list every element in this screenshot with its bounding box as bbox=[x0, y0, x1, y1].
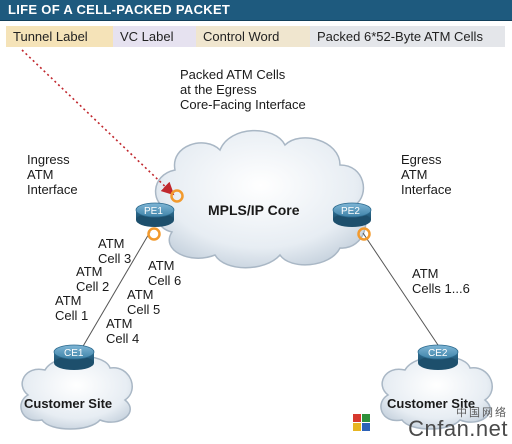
ce1-router-icon bbox=[53, 344, 95, 370]
pe1-router-icon bbox=[135, 202, 175, 227]
atm-cell-6-label: ATM Cell 6 bbox=[148, 258, 182, 288]
pe2-egress-interface-icon bbox=[357, 227, 371, 241]
ingress-interface-label: Ingress ATM Interface bbox=[27, 152, 78, 197]
ce2-label: CE2 bbox=[428, 348, 448, 359]
atm-cell-5-label: ATM Cell 5 bbox=[127, 287, 161, 317]
packet-format-bar: Tunnel Label VC Label Control Word Packe… bbox=[6, 26, 505, 47]
link-pe2-ce2 bbox=[362, 232, 441, 349]
atm-cell-2-label: ATM Cell 2 bbox=[76, 264, 110, 294]
link-pe1-ce1 bbox=[81, 231, 151, 349]
ce1-label: CE1 bbox=[64, 348, 84, 359]
packed-cells-label: Packed ATM Cells at the Egress Core-Faci… bbox=[180, 67, 306, 112]
ce2-router-icon bbox=[417, 344, 459, 370]
pe2-router-icon bbox=[332, 202, 372, 227]
header-bar: LIFE OF A CELL-PACKED PACKET bbox=[0, 0, 512, 21]
pe2-label: PE2 bbox=[341, 206, 360, 217]
customer-site-right-label: Customer Site bbox=[387, 396, 476, 411]
customer-site-left-label: Customer Site bbox=[24, 396, 113, 411]
egress-interface-label: Egress ATM Interface bbox=[401, 152, 452, 197]
atm-cells-field: Packed 6*52-Byte ATM Cells bbox=[310, 26, 505, 47]
watermark-cn-text: 中国网络 bbox=[456, 406, 508, 419]
page-title: LIFE OF A CELL-PACKED PACKET bbox=[8, 2, 231, 17]
mpls-core-cloud bbox=[154, 129, 367, 269]
pe1-ingress-interface-icon bbox=[147, 227, 161, 241]
atm-cells-1-6-label: ATM Cells 1...6 bbox=[412, 266, 470, 296]
tunnel-label-field: Tunnel Label bbox=[6, 26, 113, 47]
vc-label-field: VC Label bbox=[113, 26, 196, 47]
control-word-field: Control Word bbox=[196, 26, 310, 47]
pe1-label: PE1 bbox=[144, 206, 163, 217]
watermark-logo bbox=[353, 414, 370, 431]
atm-cell-4-label: ATM Cell 4 bbox=[106, 316, 140, 346]
atm-cell-1-label: ATM Cell 1 bbox=[55, 293, 89, 323]
watermark-text: Cnfan.net bbox=[408, 416, 508, 441]
atm-cell-3-label: ATM Cell 3 bbox=[98, 236, 132, 266]
pe1-egress-interface-icon bbox=[170, 189, 184, 203]
customer-site-cloud-left bbox=[20, 355, 133, 430]
customer-site-cloud-right bbox=[380, 355, 493, 430]
core-label: MPLS/IP Core bbox=[208, 202, 300, 218]
